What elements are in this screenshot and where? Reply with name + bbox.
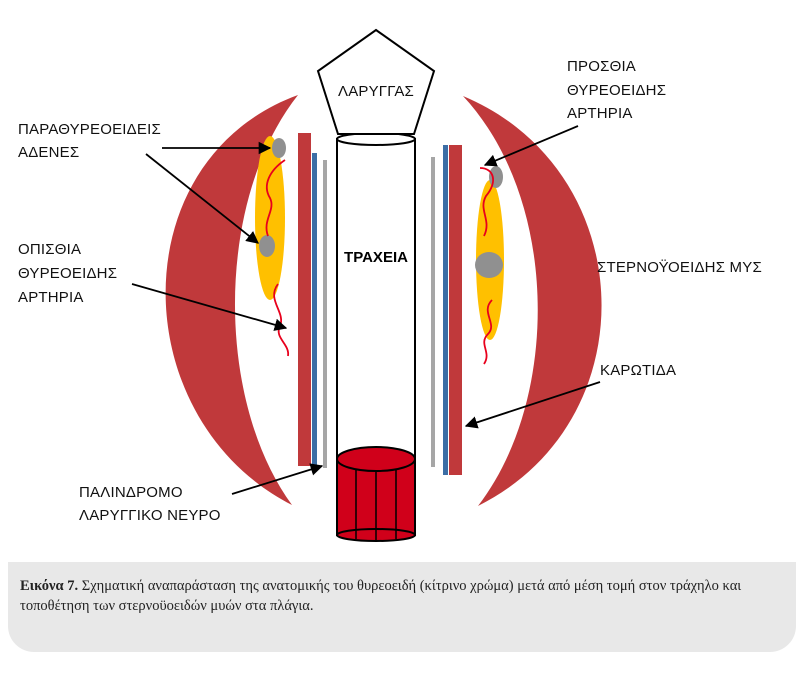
right-carotid bbox=[449, 145, 462, 475]
right-jugular bbox=[443, 145, 448, 475]
arrow-superior-artery bbox=[483, 125, 579, 167]
inferior-artery-label-line3: ΑΡΤΗΡΙΑ bbox=[18, 289, 84, 306]
left-inferior-artery bbox=[273, 283, 289, 357]
trachea-label: ΤΡΑΧΕΙΑ bbox=[344, 249, 408, 266]
recurrent-nerve-label-line1: ΠΑΛΙΝΔΡΟΜΟ bbox=[79, 484, 183, 501]
right-inferior-artery bbox=[483, 299, 493, 365]
superior-artery-label-line1: ΠΡΟΣΘΙΑ bbox=[567, 58, 636, 75]
left-superior-artery bbox=[265, 159, 286, 237]
inferior-artery-label-line2: ΘΥΡΕΟΕΙΔΗΣ bbox=[18, 265, 117, 282]
caption-text: Σχηματική αναπαράσταση της ανατομικής το… bbox=[20, 578, 742, 614]
left-thyroid-lobe bbox=[255, 136, 285, 300]
recurrent-nerve-label-line2: ΛΑΡΥΓΓΙΚΟ ΝΕΥΡΟ bbox=[79, 507, 221, 524]
arrow-carotid bbox=[464, 381, 601, 429]
arrow-parathyroid-lower bbox=[145, 153, 259, 244]
caption-box bbox=[8, 562, 796, 652]
superior-artery-label-line2: ΘΥΡΕΟΕΙΔΗΣ bbox=[567, 82, 666, 99]
left-sternothyroid-muscle bbox=[165, 95, 298, 505]
right-sternothyroid-muscle bbox=[463, 96, 602, 506]
caption-label: Εικόνα 7. bbox=[20, 578, 79, 594]
larynx-label: ΛΑΡΥΓΓΑΣ bbox=[338, 83, 414, 100]
tracheal-ring-top bbox=[336, 446, 416, 472]
parathyroids-label-line1: ΠΑΡΑΘΥΡΕΟΕΙΔΕΙΣ bbox=[18, 121, 161, 138]
superior-artery-label-line3: ΑΡΤΗΡΙΑ bbox=[567, 105, 633, 122]
left-carotid bbox=[298, 133, 311, 466]
right-lower-parathyroid bbox=[475, 252, 503, 278]
left-lower-parathyroid bbox=[259, 235, 275, 257]
sternothyroid-label: ΣΤΕΡΝΟΫΟΕΙΔΗΣ ΜΥΣ bbox=[597, 259, 762, 276]
larynx bbox=[316, 28, 436, 135]
figure-caption: Εικόνα 7. Σχηματική αναπαράσταση της ανα… bbox=[20, 576, 790, 616]
thyroid-anatomy-diagram: ΛΑΡΥΓΓΑΣ ΤΡΑΧΕΙΑ ΠΑΡΑΘΥΡΕΟΕΙΔΕΙΣ ΑΔΕΝΕΣ … bbox=[18, 28, 762, 542]
inferior-artery-label-line1: ΟΠΙΣΘΙΑ bbox=[18, 241, 81, 258]
arrow-recurrent-nerve bbox=[231, 463, 324, 495]
left-upper-parathyroid bbox=[272, 138, 286, 158]
carotid-label: ΚΑΡΩΤΙΔΑ bbox=[600, 362, 676, 379]
right-recurrent-nerve bbox=[431, 157, 435, 467]
arrow-inferior-artery bbox=[131, 283, 288, 331]
left-jugular bbox=[312, 153, 317, 466]
right-upper-parathyroid bbox=[489, 166, 503, 188]
left-recurrent-nerve bbox=[323, 160, 327, 468]
right-superior-artery bbox=[479, 167, 494, 237]
parathyroids-label-line2: ΑΔΕΝΕΣ bbox=[18, 144, 79, 161]
